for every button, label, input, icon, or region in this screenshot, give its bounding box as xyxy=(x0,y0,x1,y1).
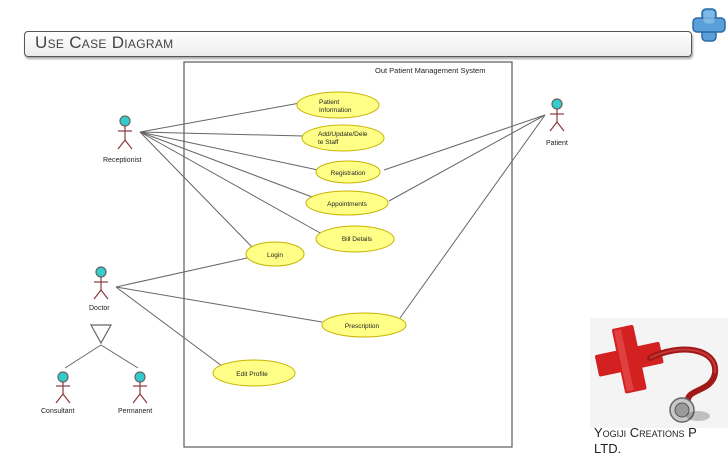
company-name-line2: LTD. xyxy=(594,441,622,456)
actor-doctor xyxy=(93,266,109,300)
actor-consultant xyxy=(55,371,71,404)
svg-text:Registration: Registration xyxy=(331,170,366,177)
use-case-patient-information: Patient Information xyxy=(296,91,380,119)
system-boundary xyxy=(183,61,513,448)
generalization-arrow xyxy=(89,324,113,345)
medical-cross-logo xyxy=(692,8,726,42)
actor-label-doctor: Doctor xyxy=(89,305,110,312)
page-title: Use Case Diagram xyxy=(35,33,174,52)
associations xyxy=(64,102,546,369)
svg-text:Patient: Patient xyxy=(319,99,339,106)
svg-text:Login: Login xyxy=(267,252,283,259)
svg-text:Edit Profile: Edit Profile xyxy=(236,371,268,378)
company-name-line1: Yogiji Creations P xyxy=(594,425,697,440)
svg-text:Bill Details: Bill Details xyxy=(342,236,373,243)
actor-label-receptionist: Receptionist xyxy=(103,157,142,164)
use-case-edit-profile: Edit Profile xyxy=(212,359,296,387)
company-credit: Yogiji Creations P LTD. xyxy=(594,425,728,457)
use-case-appointments: Appointments xyxy=(305,190,389,216)
svg-text:Prescription: Prescription xyxy=(345,323,380,330)
use-case-registration: Registration xyxy=(315,160,381,184)
use-case-bill-details: Bill Details xyxy=(315,225,395,253)
svg-text:Appointments: Appointments xyxy=(327,201,367,208)
use-case-prescription: Prescription xyxy=(321,312,407,338)
svg-text:Add/Update/Dele: Add/Update/Dele xyxy=(318,131,368,138)
actor-patient xyxy=(549,98,565,132)
use-case-login: Login xyxy=(245,241,305,267)
actor-permanent xyxy=(132,371,148,404)
actor-label-patient: Patient xyxy=(546,140,568,147)
system-name: Out Patient Management System xyxy=(375,66,485,75)
title-bar: Use Case Diagram xyxy=(24,31,692,57)
stethoscope-cross-image xyxy=(590,318,728,428)
svg-text:Information: Information xyxy=(319,107,352,114)
actor-label-permanent: Permanent xyxy=(118,408,152,415)
use-case-add-update-delete-staff: Add/Update/Dele te Staff xyxy=(301,124,385,152)
actor-label-consultant: Consultant xyxy=(41,408,75,415)
svg-text:te Staff: te Staff xyxy=(318,139,339,146)
actor-receptionist xyxy=(117,115,133,150)
